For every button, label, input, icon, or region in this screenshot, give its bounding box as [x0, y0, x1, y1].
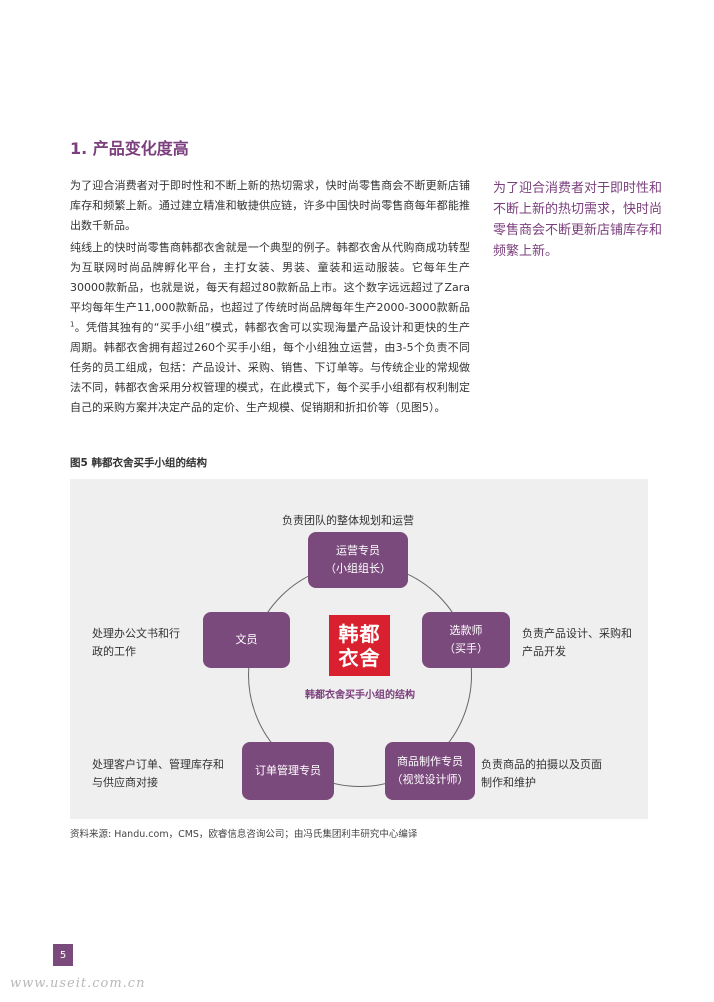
node-bottom-left-line1: 订单管理专员	[255, 764, 321, 777]
paragraph-2-part-2: 。凭借其独有的“买手小组”模式，韩都衣舍可以实现海量产品设计和更快的生产周期。韩…	[70, 321, 470, 414]
node-top-line2: （小组组长）	[325, 562, 391, 575]
bottom-left-desc-line1: 处理客户订单、管理库存和	[92, 758, 224, 771]
node-operations-specialist: 运营专员 （小组组长）	[308, 532, 408, 588]
node-bottom-right-line2: （视觉设计师）	[391, 773, 469, 786]
node-left-line1: 文员	[235, 633, 258, 646]
bottom-left-node-desc: 处理客户订单、管理库存和 与供应商对接	[92, 756, 224, 792]
figure-title: 图5 韩都衣舍买手小组的结构	[70, 457, 207, 469]
page-number: 5	[53, 944, 73, 966]
bottom-right-desc-line2: 制作和维护	[481, 776, 536, 789]
watermark: www.useit.com.cn	[10, 976, 146, 991]
buyer-team-diagram: 负责团队的整体规划和运营 运营专员 （小组组长） 处理办公文书和行 政的工作 文…	[70, 479, 648, 819]
section-heading: 1. 产品变化度高	[70, 139, 189, 158]
bottom-right-node-desc: 负责商品的拍摄以及页面 制作和维护	[481, 756, 602, 792]
bottom-right-desc-line1: 负责商品的拍摄以及页面	[481, 758, 602, 771]
right-desc-line2: 产品开发	[522, 645, 566, 658]
pull-quote: 为了迎合消费者对于即时性和不断上新的热切需求，快时尚零售商会不断更新店铺库存和频…	[493, 181, 663, 259]
center-caption: 韩都衣舍买手小组的结构	[305, 690, 415, 701]
node-product-producer: 商品制作专员 （视觉设计师）	[385, 742, 475, 800]
logo-line1: 韩都	[338, 621, 381, 646]
handu-logo: 韩都 衣舍	[329, 615, 390, 676]
paragraph-1: 为了迎合消费者对于即时性和不断上新的热切需求，快时尚零售商会不断更新店铺库存和频…	[70, 179, 470, 232]
left-desc-line1: 处理办公文书和行	[92, 627, 180, 640]
node-right-line1: 选款师	[449, 624, 483, 637]
node-clerk: 文员	[203, 612, 290, 668]
logo-line2: 衣舍	[338, 645, 381, 670]
node-right-line2: （买手）	[444, 642, 488, 655]
node-order-manager: 订单管理专员	[242, 742, 334, 800]
right-desc-line1: 负责产品设计、采购和	[522, 627, 632, 640]
paragraph-2: 纯线上的快时尚零售商韩都衣舍就是一个典型的例子。韩都衣舍从代购商成功转型为互联网…	[70, 238, 470, 418]
source-note: 资料来源: Handu.com，CMS，欧睿信息咨询公司；由冯氏集团利丰研究中心…	[70, 829, 418, 840]
node-buyer: 选款师 （买手）	[422, 612, 510, 668]
node-bottom-right-line1: 商品制作专员	[397, 755, 463, 768]
left-node-desc: 处理办公文书和行 政的工作	[92, 625, 180, 661]
node-top-line1: 运营专员	[336, 544, 380, 557]
left-desc-line2: 政的工作	[92, 645, 136, 658]
top-node-desc: 负责团队的整体规划和运营	[282, 514, 414, 527]
bottom-left-desc-line2: 与供应商对接	[92, 776, 158, 789]
paragraph-2-part-1: 纯线上的快时尚零售商韩都衣舍就是一个典型的例子。韩都衣舍从代购商成功转型为互联网…	[70, 241, 470, 314]
right-node-desc: 负责产品设计、采购和 产品开发	[522, 625, 632, 661]
footnote-ref: 1	[70, 320, 75, 329]
